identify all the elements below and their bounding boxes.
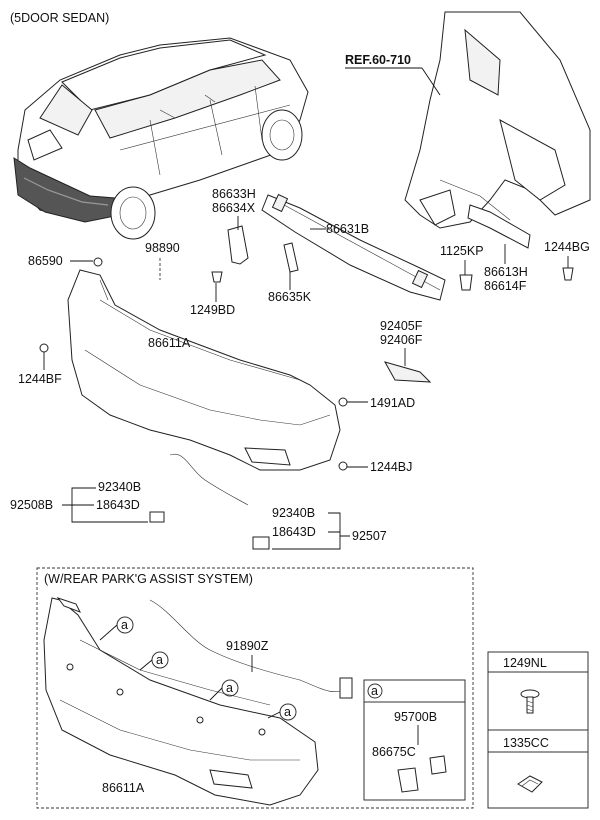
park-assist-bumper [43, 597, 319, 806]
label-98890: 98890 [145, 241, 180, 255]
fastener-code-1249nl: 1249NL [503, 656, 547, 670]
bumper-beam [261, 193, 446, 301]
reference-leader [421, 67, 441, 96]
screw-1249bd [211, 271, 223, 283]
callout-a-1: a [116, 616, 134, 634]
callout-leaders [99, 624, 281, 719]
lamp-wiring-left [169, 453, 249, 506]
fastener-1244bf [39, 343, 49, 353]
label-92406f: 92406F [380, 333, 423, 347]
label-86613h: 86613H [484, 265, 528, 279]
bracket-86613h [467, 204, 531, 249]
svg-text:a: a [121, 618, 128, 632]
callout-a-2: a [151, 651, 169, 669]
callout-a-3: a [221, 679, 239, 697]
label-1244bf: 1244BF [18, 372, 62, 386]
label-86611a-lower: 86611A [102, 781, 145, 795]
fastener-1244bg [562, 267, 574, 281]
rear-quarter-panel [404, 11, 591, 229]
lamp-socket-right [252, 536, 270, 550]
svg-text:a: a [284, 705, 291, 719]
label-1491ad: 1491AD [370, 396, 415, 410]
sensor-connector [339, 677, 353, 699]
sensor-wiring [149, 599, 346, 692]
label-92508b: 92508B [10, 498, 53, 512]
svg-text:a: a [226, 681, 233, 695]
park-assist-box [36, 567, 474, 809]
sensor-holder [397, 767, 419, 793]
clip-1335cc-icon [517, 775, 543, 793]
label-86635k: 86635K [268, 290, 312, 304]
label-92340b-right: 92340B [272, 506, 315, 520]
fastener-1491ad [338, 397, 348, 407]
label-95700b: 95700B [394, 710, 437, 724]
car-illustration [13, 37, 309, 240]
label-18643d-left: 18643D [96, 498, 140, 512]
rear-bumper-cover [67, 269, 341, 471]
park-assist-title: (W/REAR PARK'G ASSIST SYSTEM) [44, 572, 253, 586]
svg-text:a: a [371, 684, 378, 698]
reference-label: REF.60-710 [345, 53, 411, 67]
bracket-92507 [272, 512, 350, 550]
label-1125kp: 1125KP [440, 244, 484, 258]
screw-1249nl-icon [520, 689, 540, 714]
bracket-86633h [227, 225, 249, 265]
bracket-86635k [283, 242, 299, 273]
fastener-1244bj [338, 461, 348, 471]
fastener-86590 [93, 257, 103, 267]
lamp-socket-left [149, 511, 165, 523]
label-1244bg: 1244BG [544, 240, 590, 254]
label-92507: 92507 [352, 529, 387, 543]
fastener-code-1335cc: 1335CC [503, 736, 549, 750]
svg-text:a: a [156, 653, 163, 667]
fastener-1125kp [459, 274, 473, 291]
callout-a-4: a [279, 703, 297, 721]
label-86614f: 86614F [484, 279, 527, 293]
label-86634x: 86634X [212, 201, 256, 215]
label-86633h: 86633H [212, 187, 256, 201]
label-91890z: 91890Z [226, 639, 269, 653]
label-92405f: 92405F [380, 319, 423, 333]
label-86611a: 86611A [148, 336, 191, 350]
label-86590: 86590 [28, 254, 63, 268]
variant-label: (5DOOR SEDAN) [10, 11, 109, 25]
bracket-92508b [62, 487, 148, 523]
label-1249bd: 1249BD [190, 303, 235, 317]
ultrasonic-sensor [429, 755, 447, 775]
detail-box [363, 679, 466, 801]
label-86675c: 86675C [372, 745, 416, 759]
reflector-92405f [383, 361, 432, 383]
label-1244bj: 1244BJ [370, 460, 412, 474]
label-86631b: 86631B [326, 222, 369, 236]
label-92340b-left: 92340B [98, 480, 141, 494]
label-18643d-right: 18643D [272, 525, 316, 539]
fastener-table [487, 651, 589, 809]
detail-callout-a: a [367, 683, 383, 699]
